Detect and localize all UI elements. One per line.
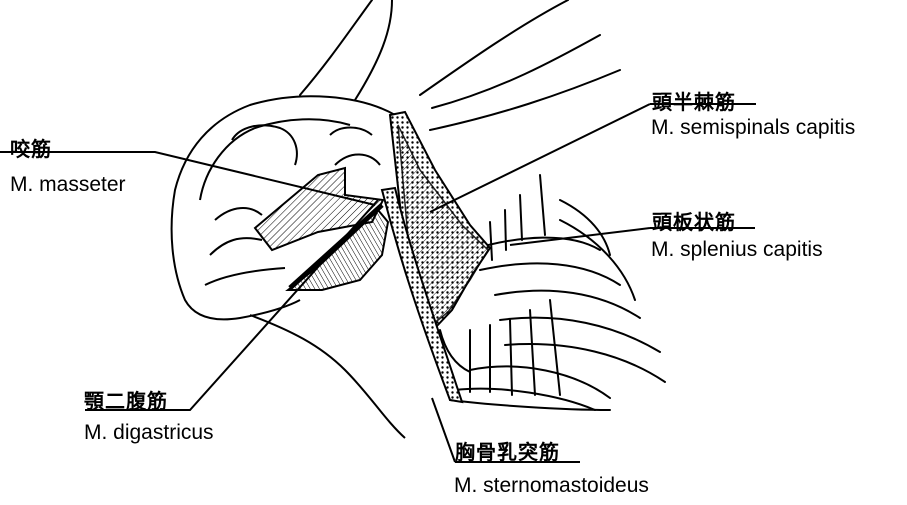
splenius-label-latin: M. splenius capitis [651, 238, 823, 262]
sternomastoideus-label-latin: M. sternomastoideus [454, 474, 649, 498]
splenius-label-ja: 頭板状筋 [652, 206, 736, 235]
masseter-label-latin: M. masseter [10, 173, 126, 197]
leader-digastricus [85, 200, 378, 410]
rib-cage-outlines [440, 175, 665, 410]
digastricus-label-ja: 顎二腹筋 [84, 385, 168, 414]
sternomastoideus-label-ja: 胸骨乳突筋 [455, 436, 560, 465]
semispinalis-label-latin: M. semispinals capitis [651, 116, 855, 140]
semispinalis-label-ja: 頭半棘筋 [652, 86, 736, 115]
ear-outlines [300, 0, 620, 130]
digastricus-label-latin: M. digastricus [84, 421, 214, 445]
splenius-muscle [398, 125, 488, 325]
masseter-label-ja: 咬筋 [10, 133, 52, 162]
